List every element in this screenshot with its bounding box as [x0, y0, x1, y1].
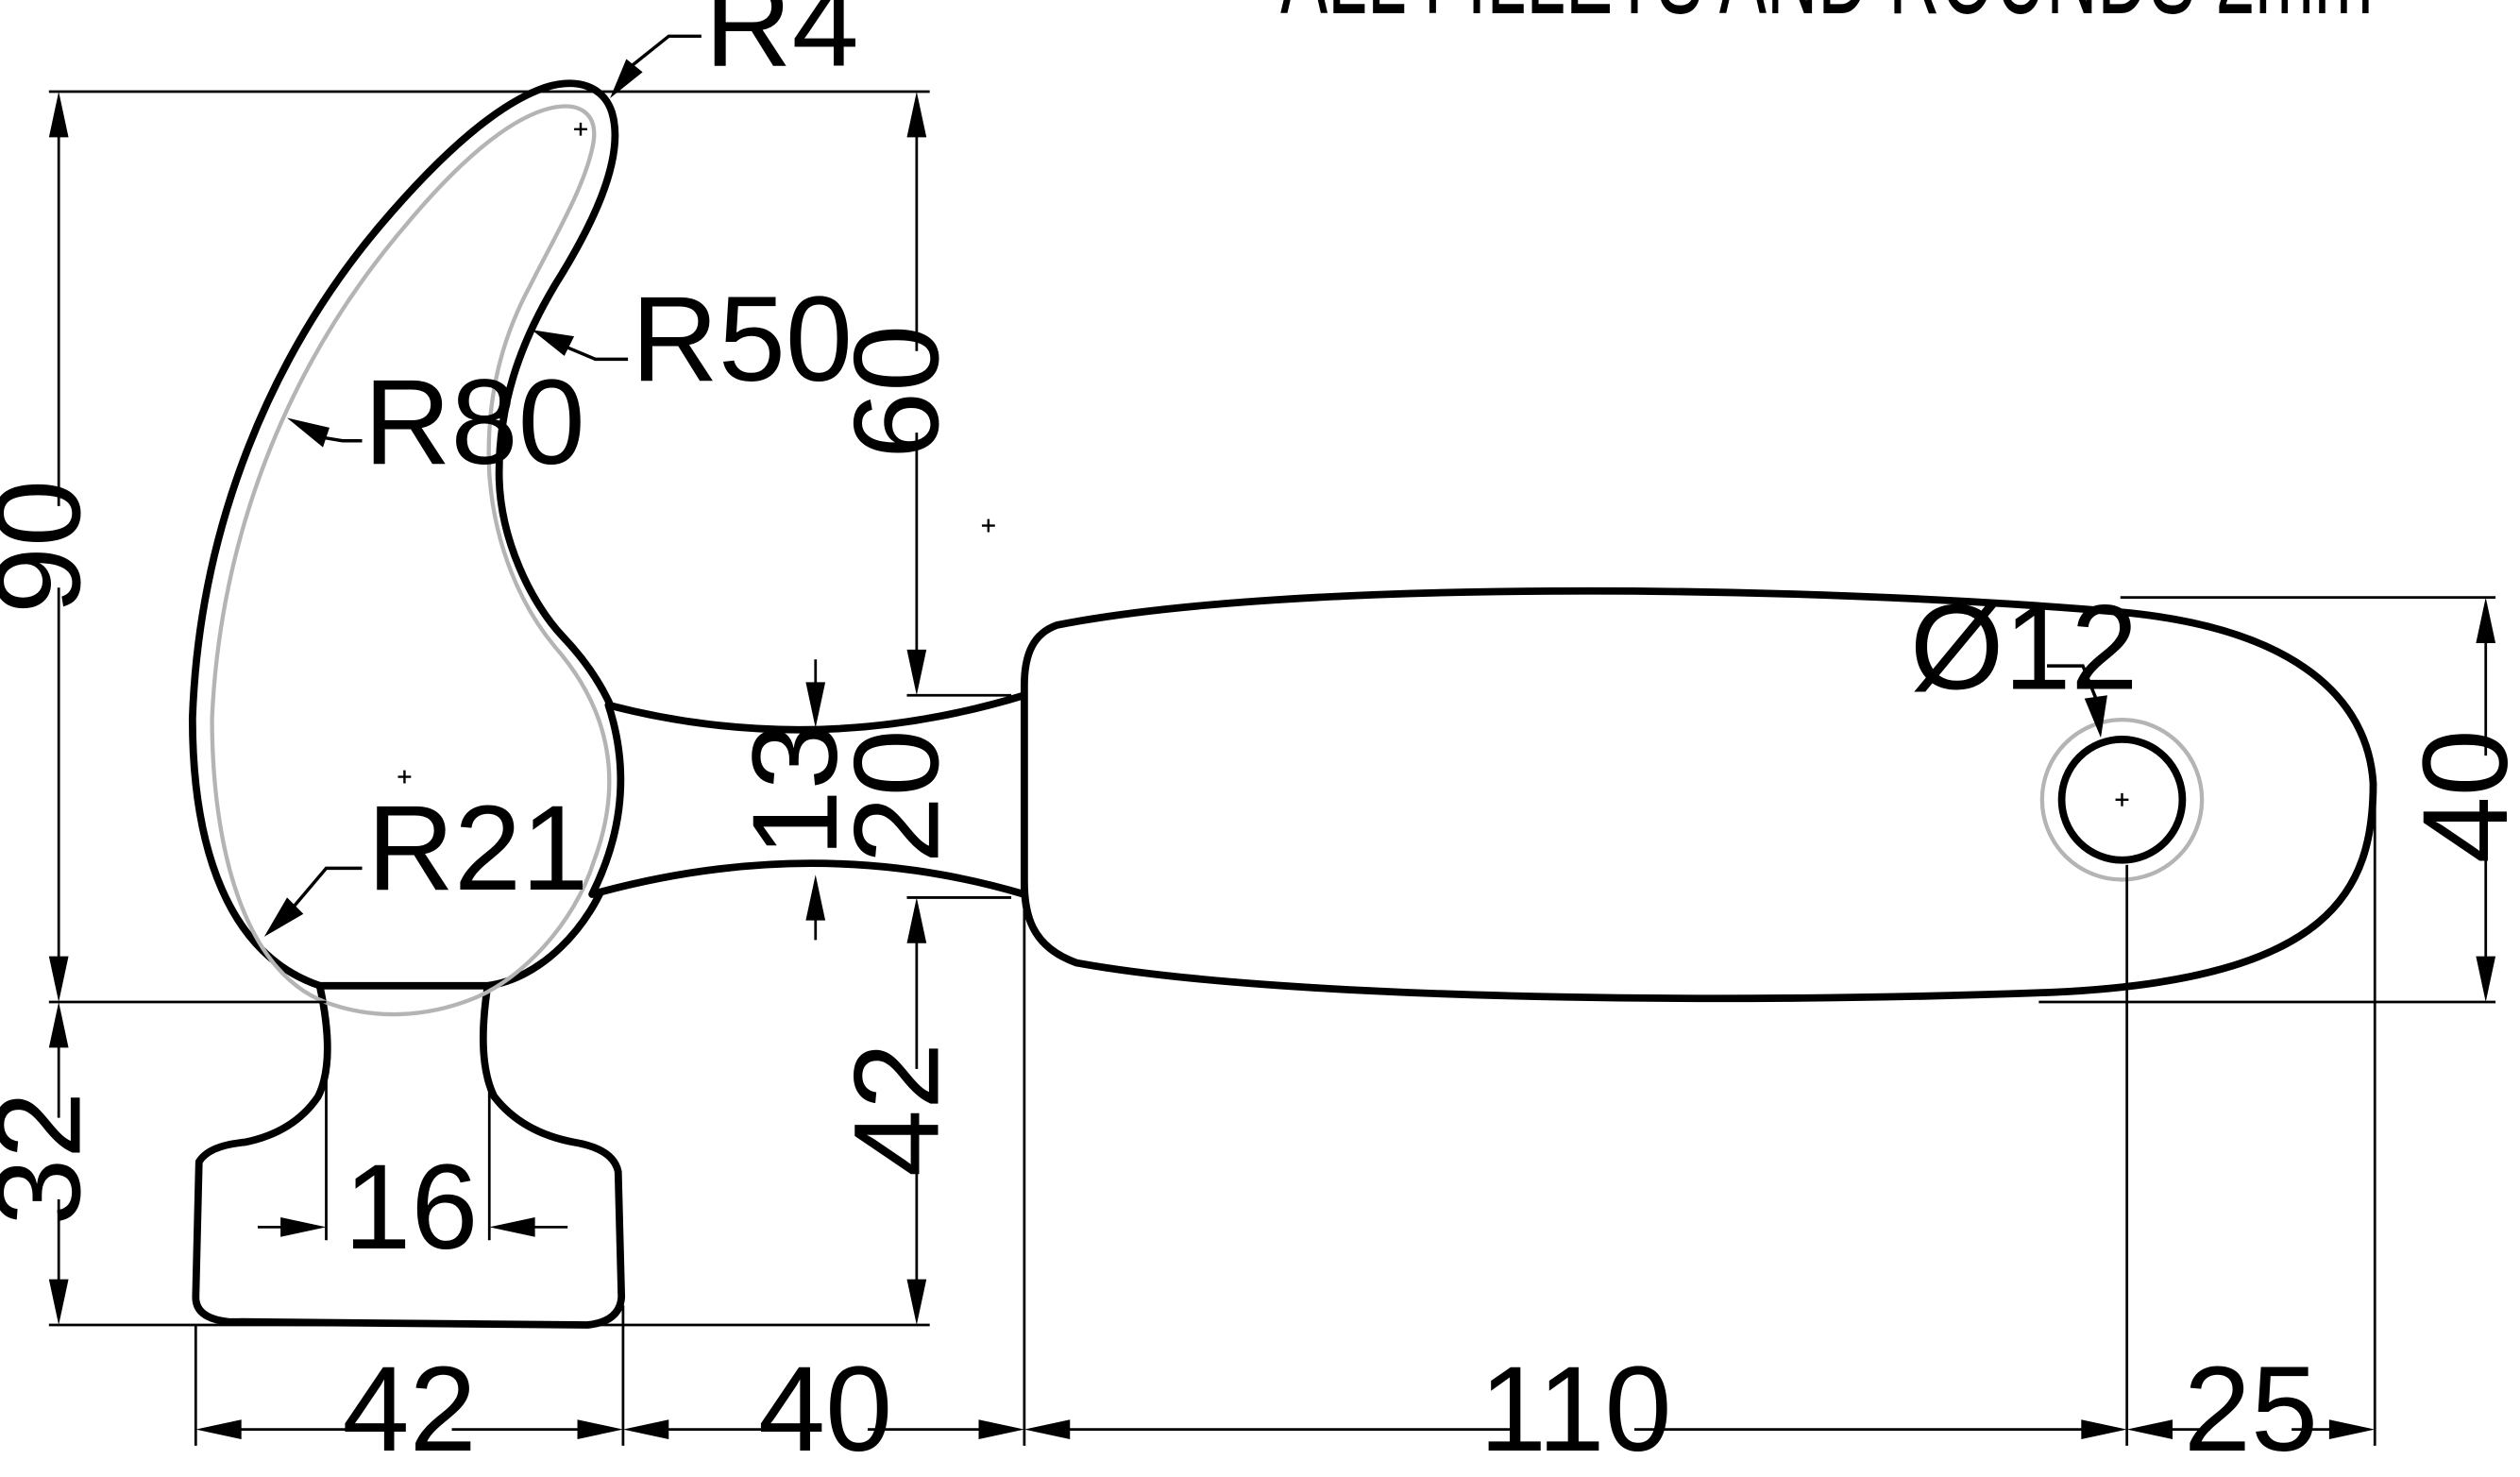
diameter-12-label: Ø12	[1910, 580, 2139, 715]
leaders	[289, 34, 2098, 912]
dim-20-label: 20	[829, 729, 964, 863]
hole-hidden-circle	[2039, 717, 2205, 882]
extension-lines	[48, 90, 2496, 1446]
radius-r21-label: R21	[367, 781, 589, 916]
arrowheads	[48, 59, 2496, 1439]
dim-16-label: 16	[344, 1140, 478, 1275]
dim-32-label: 32	[0, 1092, 107, 1226]
radius-r4-label: R4	[704, 0, 858, 92]
handle	[1020, 586, 2377, 1003]
dim-40-horizontal-label: 40	[758, 1342, 892, 1477]
dim-90-label: 90	[0, 480, 107, 614]
dim-25-label: 25	[2184, 1342, 2318, 1477]
head-hidden-outline	[210, 104, 612, 1017]
general-note: ALL FILLETS AND ROUNDS 2mm	[1280, 0, 2373, 40]
dim-42-vertical-label: 42	[829, 1043, 964, 1177]
dim-60-label: 60	[829, 325, 964, 459]
dim-13-label: 13	[728, 722, 863, 857]
neck	[588, 691, 1028, 898]
radius-r50-label: R50	[632, 272, 853, 407]
radius-r80-label: R80	[364, 355, 585, 490]
dim-40-vertical-label: 40	[2398, 729, 2520, 863]
dim-42-horizontal-label: 42	[343, 1342, 477, 1477]
center-marks	[397, 122, 2129, 806]
dim-110-label: 110	[1480, 1342, 1672, 1477]
